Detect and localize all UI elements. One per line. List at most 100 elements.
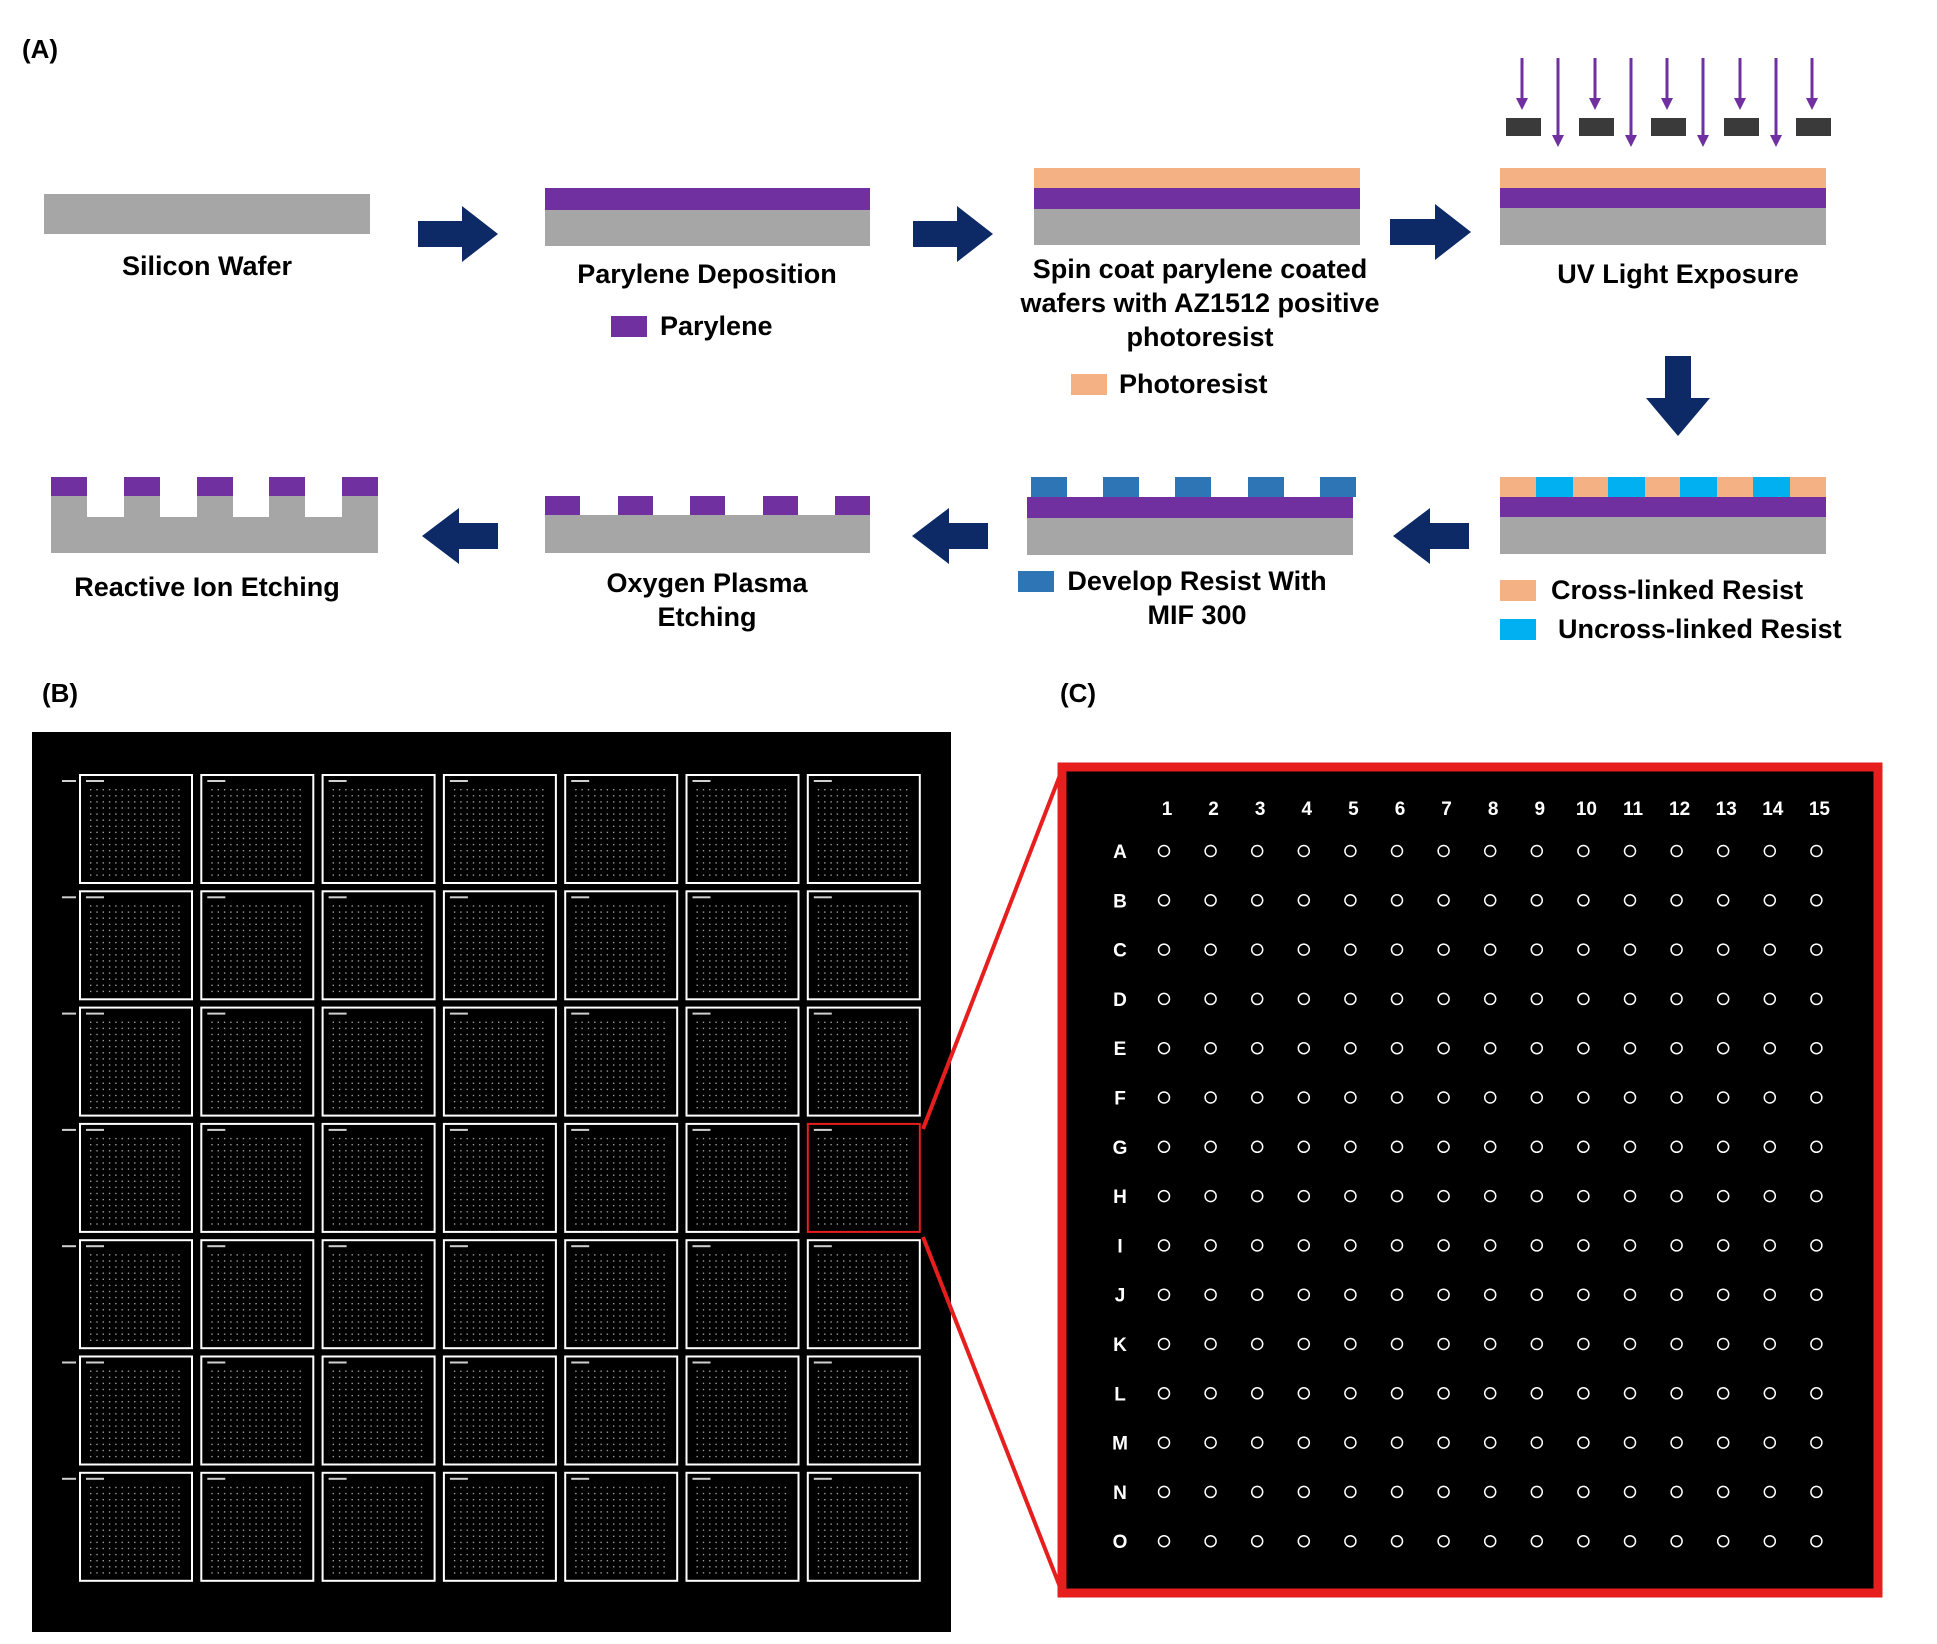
well-dot <box>108 1052 111 1054</box>
well-dot <box>370 856 372 858</box>
well-dot <box>146 905 149 907</box>
well-dot <box>824 1088 826 1091</box>
well-dot <box>542 868 544 870</box>
well-dot <box>613 1076 615 1078</box>
well-dot <box>836 1046 839 1048</box>
well-dot <box>395 862 397 864</box>
array-outline <box>806 774 921 884</box>
well-dot <box>746 1058 749 1060</box>
well-dot <box>594 948 596 950</box>
well-dot <box>249 789 251 791</box>
well-dot <box>171 911 174 913</box>
well-dot <box>836 1064 839 1066</box>
well-dot <box>395 905 397 907</box>
well-dot <box>140 1137 142 1140</box>
well-dot <box>874 960 876 962</box>
well-dot <box>753 1107 755 1109</box>
well-dot <box>650 948 653 950</box>
well-dot <box>115 960 117 962</box>
well-dot <box>613 831 615 834</box>
well-dot <box>96 856 98 858</box>
well-dot <box>581 807 583 809</box>
well-dot <box>280 807 282 809</box>
well-dot <box>715 1100 717 1103</box>
well-dot <box>460 1021 462 1023</box>
well-dot <box>817 905 820 907</box>
well-dot <box>581 1107 583 1109</box>
well-dot <box>625 1088 627 1091</box>
well-dot <box>824 960 826 962</box>
well-dot <box>90 1088 92 1091</box>
well-dot <box>740 1100 742 1103</box>
well-dot <box>606 1046 609 1048</box>
well-dot <box>286 966 289 968</box>
well-dot <box>134 935 136 938</box>
well-dot <box>159 850 161 852</box>
well-dot <box>575 929 577 932</box>
well-dot <box>115 1150 117 1152</box>
well-dot <box>286 905 289 907</box>
well-dot <box>389 978 391 980</box>
well-dot <box>420 856 423 858</box>
well-dot <box>401 1052 404 1054</box>
array-wells <box>575 1021 665 1109</box>
well-dot <box>395 850 397 852</box>
well-dot <box>874 966 876 968</box>
well-dot <box>453 960 456 962</box>
well-dot <box>606 954 609 956</box>
well-dot <box>134 843 136 846</box>
well-dot <box>165 807 167 809</box>
well-dot <box>466 972 468 974</box>
well-dot <box>268 990 270 993</box>
well-dot <box>721 960 724 962</box>
well-dot <box>721 966 724 968</box>
well-dot <box>893 1107 895 1109</box>
well-dot <box>159 856 161 858</box>
well-dot <box>619 941 621 944</box>
silicon-layer <box>545 515 870 553</box>
well-dot <box>96 789 98 791</box>
well-dot <box>663 801 665 803</box>
well-dot <box>523 978 525 980</box>
well-dot <box>357 990 360 993</box>
well-dot <box>345 1082 347 1084</box>
well-dot <box>127 929 130 932</box>
well-dot <box>146 990 149 993</box>
well-dot <box>734 837 736 840</box>
well-dot <box>293 941 295 944</box>
well-dot <box>491 1107 494 1109</box>
well-dot <box>906 874 908 876</box>
well-dot <box>261 1088 264 1091</box>
well-dot <box>102 862 104 864</box>
well-dot <box>631 1058 634 1060</box>
well-dot <box>893 1088 895 1091</box>
well-dot <box>249 972 251 974</box>
well-dot <box>357 1064 360 1066</box>
well-dot <box>261 990 264 993</box>
well-dot <box>127 972 130 974</box>
well-dot <box>734 941 736 944</box>
well-dot <box>466 923 468 925</box>
well-dot <box>784 1070 787 1072</box>
well-dot <box>108 813 111 815</box>
well-dot <box>178 795 180 797</box>
well-dot <box>510 813 512 815</box>
well-dot <box>242 1046 245 1048</box>
well-dot <box>849 1064 851 1066</box>
well-dot <box>165 1070 167 1072</box>
photoresist-layer <box>1500 168 1826 188</box>
well-dot <box>535 948 538 950</box>
well-dot <box>644 868 646 870</box>
well-dot <box>650 874 653 876</box>
well-dot <box>899 837 902 840</box>
well-dot <box>236 807 238 809</box>
well-dot <box>242 795 245 797</box>
well-dot <box>351 874 353 876</box>
well-dot <box>345 843 347 846</box>
well-dot <box>102 1058 104 1060</box>
well-dot <box>498 990 500 993</box>
well-dot <box>261 960 264 962</box>
array-outline <box>685 890 800 1001</box>
well-dot <box>485 856 487 858</box>
well-dot <box>906 789 908 791</box>
